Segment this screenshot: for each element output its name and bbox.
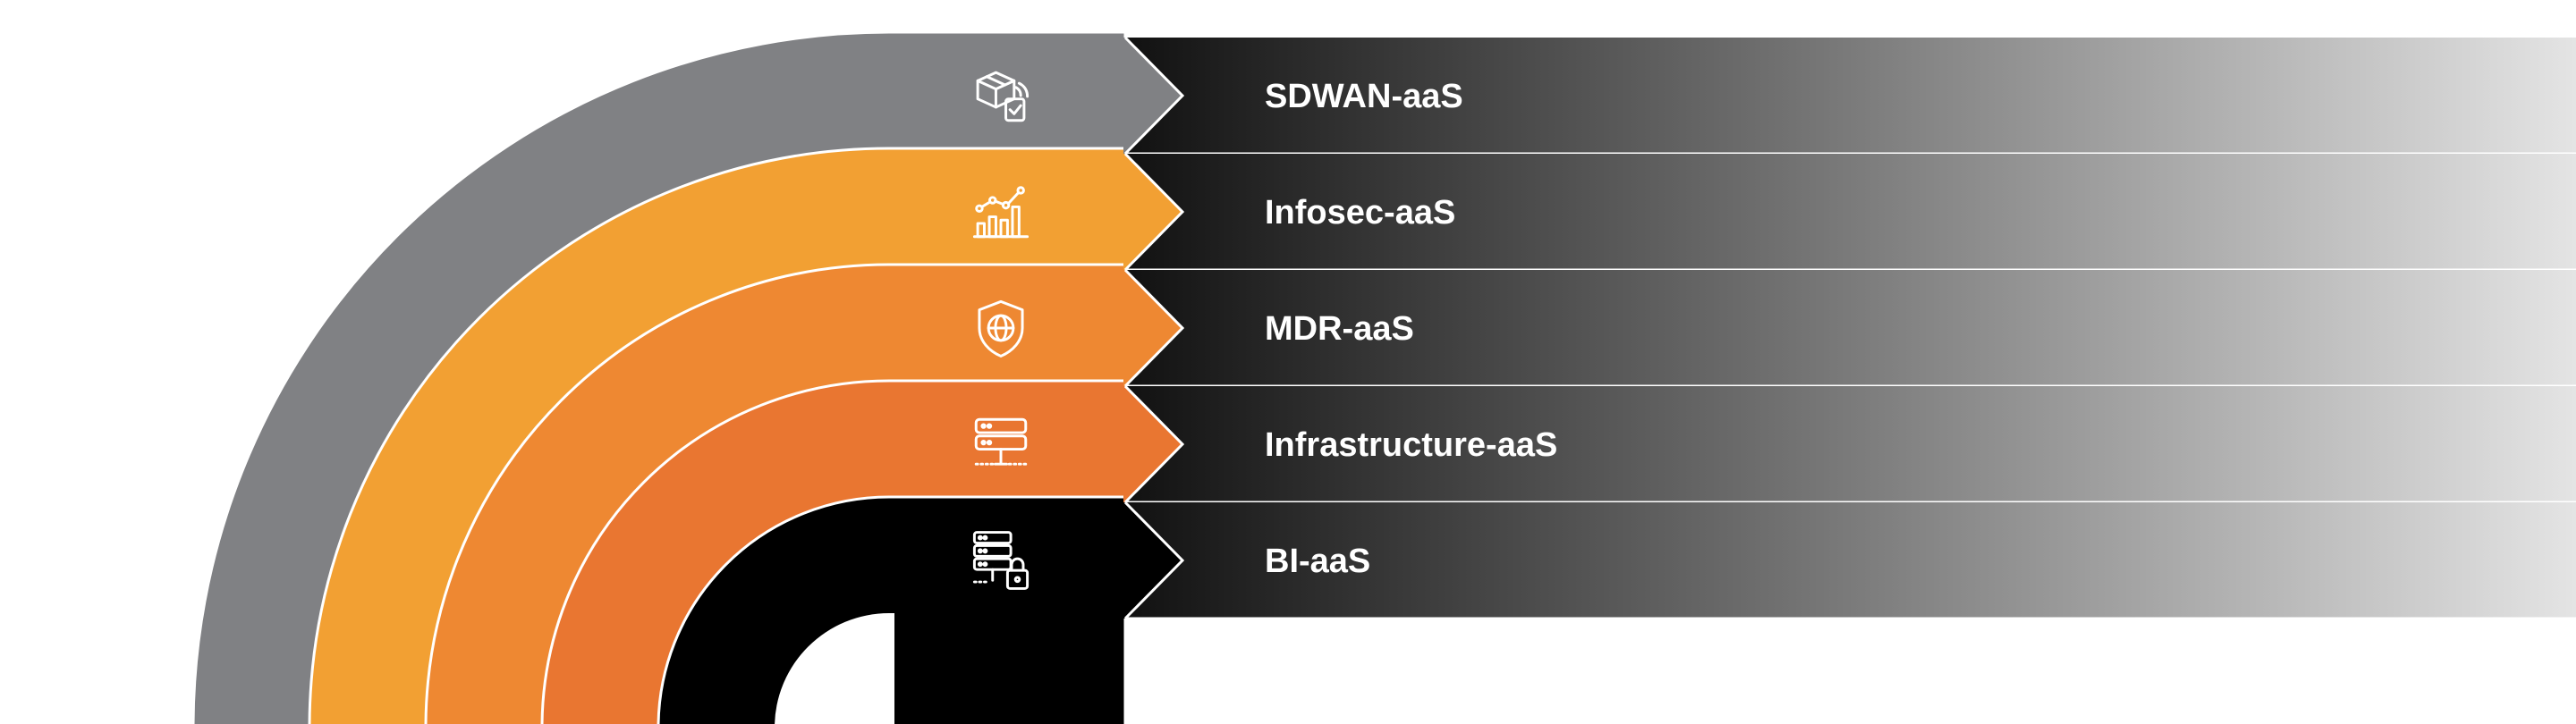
service-label: Infosec-aaS [1265,194,1455,232]
row-chevron [1123,502,1182,619]
chevron-outline [1123,36,1185,156]
row-separator [1125,617,2576,620]
service-bar [1125,38,2576,154]
arch-band-5 [657,495,1127,724]
service-label: Infrastructure-aaS [1265,426,1557,464]
service-rows: SDWAN-aaS Infosec-aaS MDR-aaS Infrastructur… [972,36,2576,620]
service-label: BI-aaS [1265,543,1370,580]
service-bar [1125,154,2576,270]
row-chevron [1123,38,1182,154]
service-row: SDWAN-aaS [976,36,2576,156]
row-chevron [1123,154,1182,270]
service-label: MDR-aaS [1265,310,1414,348]
service-bar [1125,502,2576,619]
service-row: Infosec-aaS [972,152,2576,272]
service-row: BI-aaS [972,501,2576,620]
chevron-outline [1123,268,1185,388]
arch-bands [191,30,1127,724]
service-label: SDWAN-aaS [1265,78,1463,115]
chevron-outline [1123,152,1185,272]
chevron-outline [1123,501,1185,620]
arch-center [775,613,894,724]
service-row: MDR-aaS [978,268,2576,388]
service-row: Infrastructure-aaS [974,384,2576,504]
service-bar [1125,270,2576,386]
row-chevron [1123,270,1182,386]
service-bar [1125,386,2576,502]
chevron-outline [1123,384,1185,504]
row-chevron [1123,386,1182,502]
